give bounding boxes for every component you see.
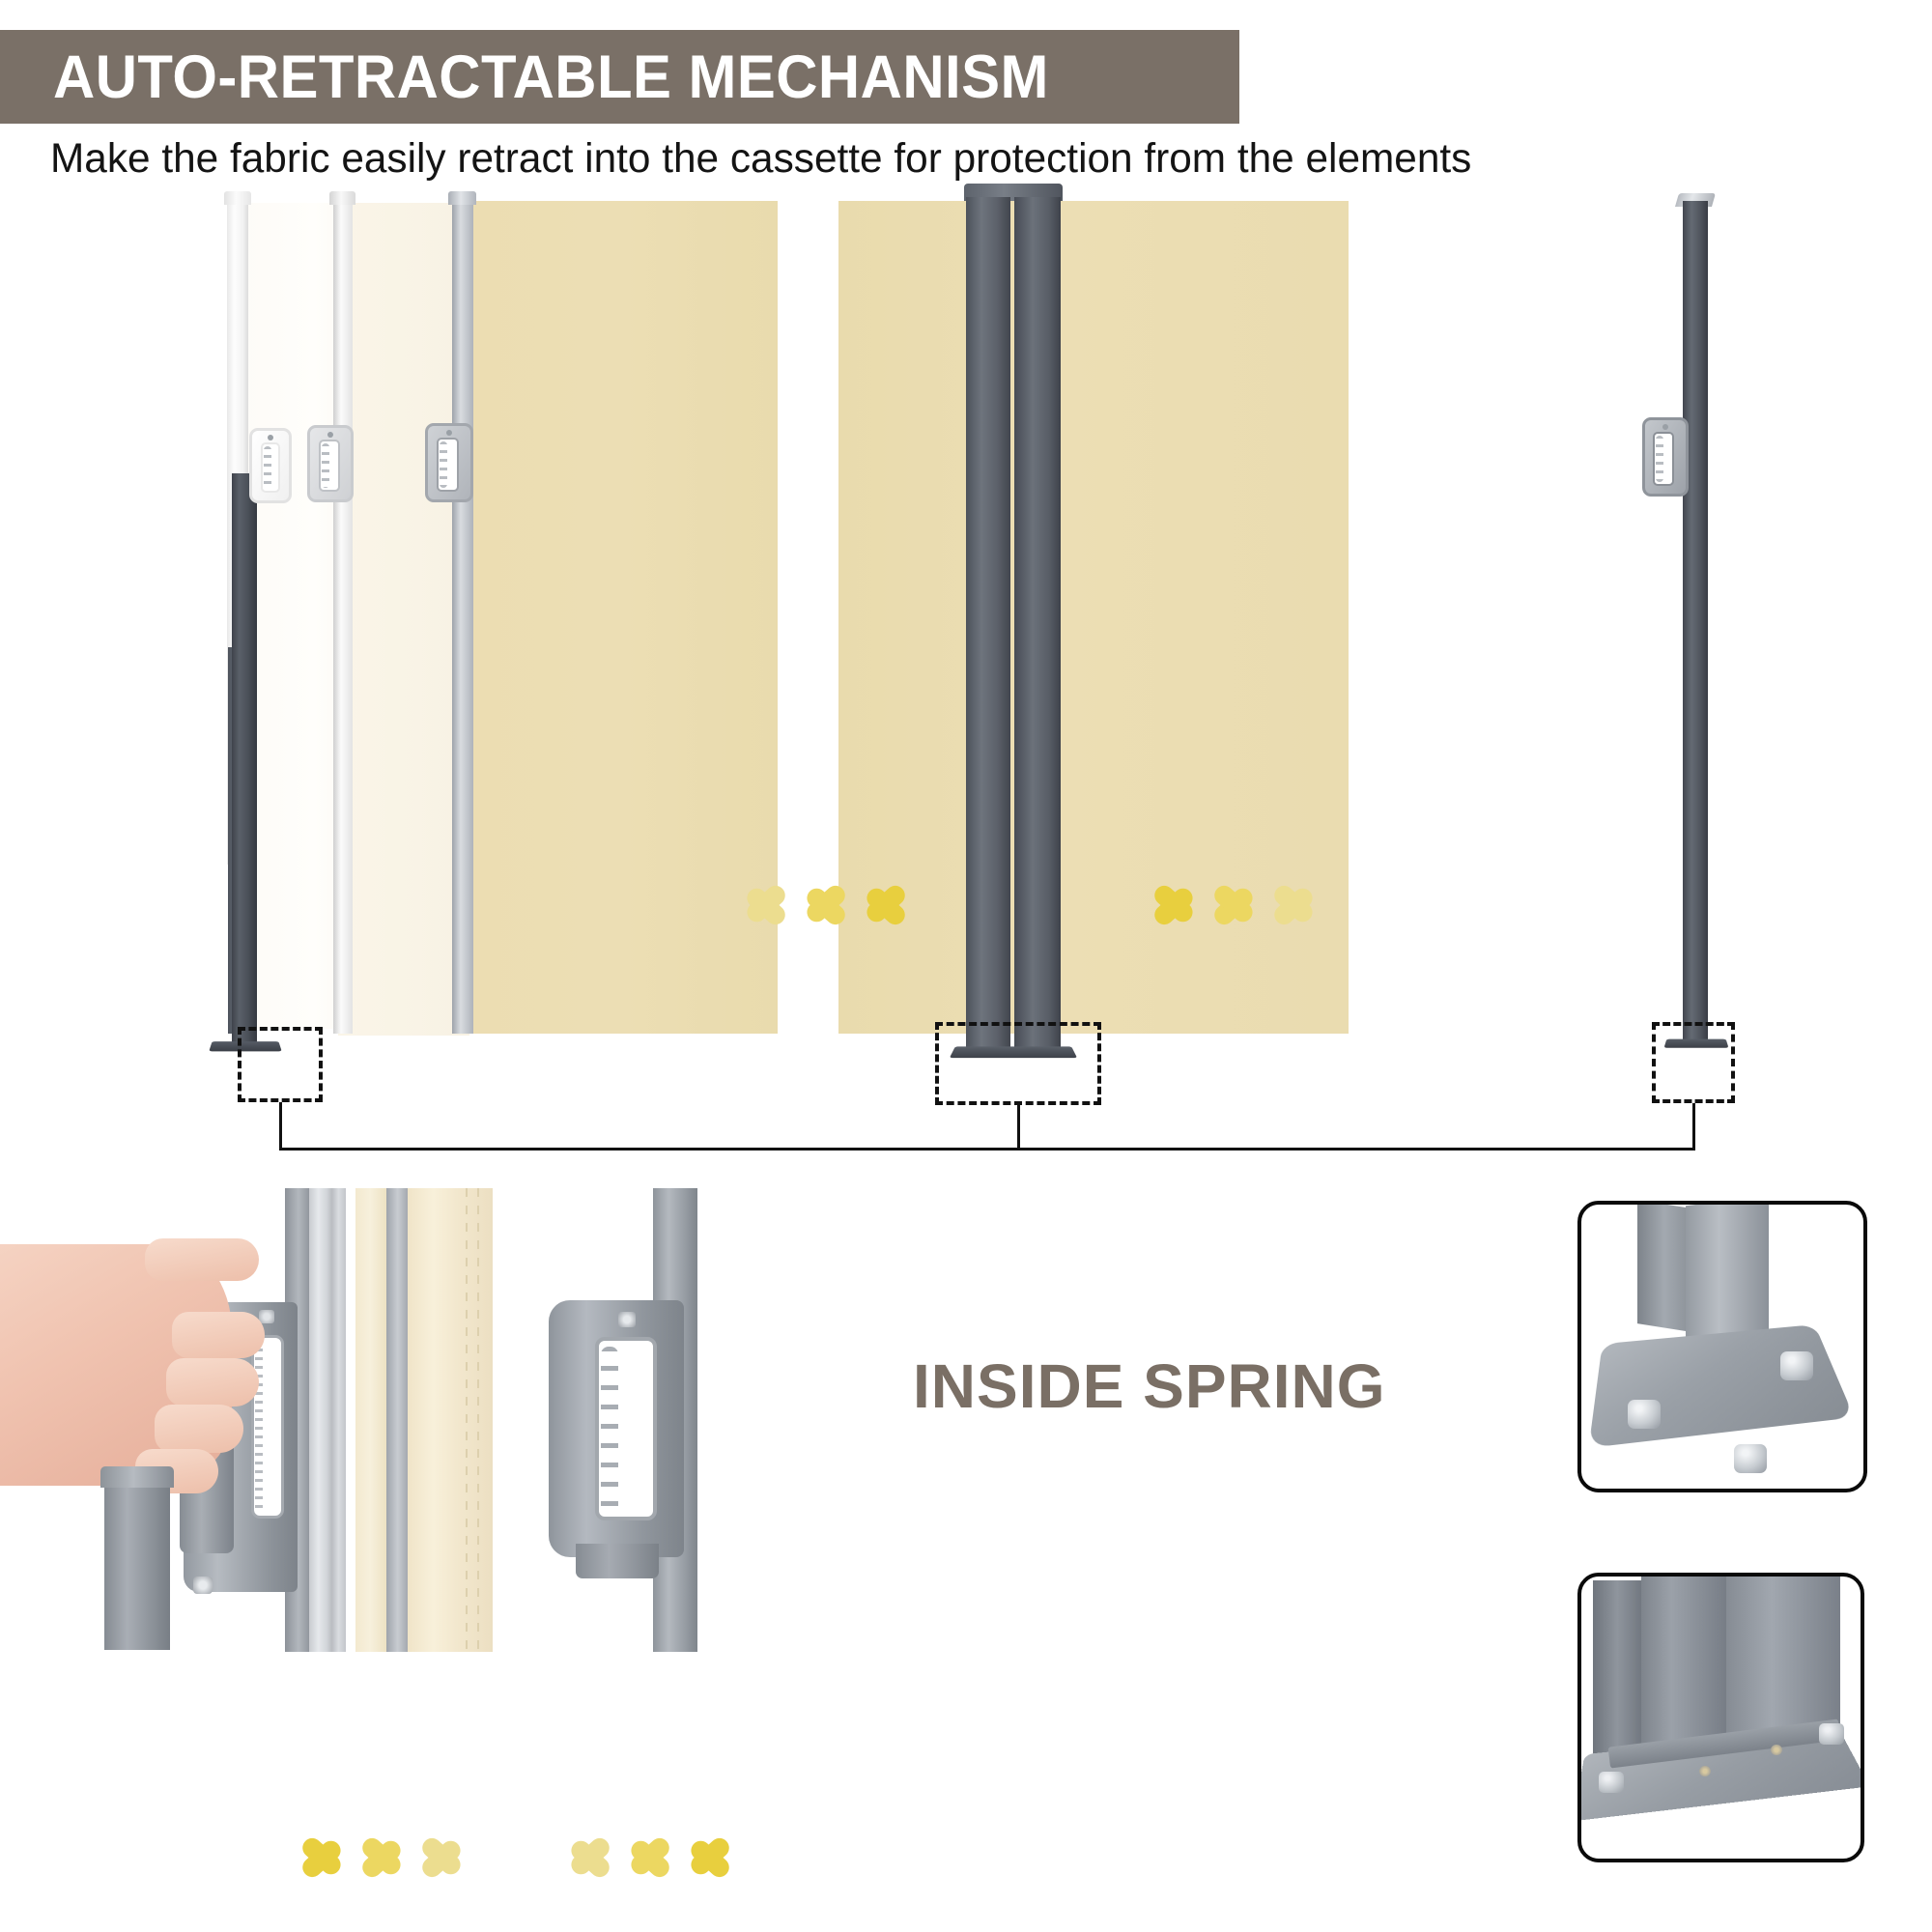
handle-grip-slot [261, 442, 280, 493]
inside-spring-label: INSIDE SPRING [913, 1351, 1386, 1421]
rail-stage-3 [452, 198, 473, 1034]
end-cap-body [104, 1488, 170, 1650]
rail-cap-ghost-stage-1 [224, 191, 251, 205]
retract-left-arrows-bottom [286, 1820, 466, 1895]
detail-photo-hand-gripping-handle [0, 1188, 386, 1652]
rail-ghost-stage-2 [333, 198, 353, 1034]
handle-grip-slot [1653, 432, 1674, 486]
handle-foot [576, 1544, 659, 1578]
photo-rail-aluminum [309, 1188, 346, 1652]
rail-cap-stage-3 [448, 191, 476, 205]
handle-grip-ribs [440, 441, 447, 488]
photo2-rail-left [386, 1188, 412, 1652]
chevron-left-icon [406, 1820, 466, 1895]
photo2-handle-bracket [549, 1300, 684, 1578]
leader-line-center [1017, 1105, 1020, 1150]
left-support-pole [232, 473, 257, 1045]
inset-double-cassette-foot-plate [1577, 1573, 1864, 1862]
base-post-right [1686, 1205, 1769, 1351]
cassette-housing-right [1014, 197, 1061, 1051]
handle-right-end [1642, 417, 1689, 497]
fabric-panel-ghost-stage-2 [338, 203, 469, 1036]
handle-grip-ribs [264, 446, 271, 489]
handle-grip-slot [595, 1337, 657, 1520]
handle-lower-screw-icon [193, 1577, 213, 1594]
finger-index [145, 1238, 259, 1281]
cassette-top-cap [964, 184, 1063, 201]
hex-bolt-icon [1734, 1444, 1767, 1473]
fabric-panel-left [459, 201, 778, 1034]
chevron-right-icon [626, 1820, 686, 1895]
hex-bolt-icon [1780, 1351, 1813, 1380]
fabric-stitch-line [466, 1188, 468, 1652]
callout-center-cassette-base [935, 1022, 1101, 1105]
handle-grip-ribs [601, 1347, 618, 1519]
handle-grip-slot [251, 1335, 284, 1519]
retract-left-arrows [1138, 867, 1318, 943]
handle-grip-ribs [1656, 436, 1663, 482]
inset-base-plate-with-bolts [1577, 1201, 1867, 1492]
detached-end-cap-part [95, 1466, 180, 1650]
chevron-left-icon [1198, 867, 1258, 943]
header-banner: AUTO-RETRACTABLE MECHANISM [0, 30, 1239, 124]
handle-stage-1 [249, 428, 292, 503]
chevron-right-icon [742, 867, 802, 943]
chevron-right-icon [566, 1820, 626, 1895]
cassette-side-panel-right [1726, 1577, 1840, 1737]
fabric-stitch-line [477, 1188, 479, 1652]
screw-icon [1771, 1745, 1782, 1755]
cassette-housing-left [966, 197, 1010, 1051]
photo-fabric-edge [355, 1188, 386, 1652]
base-mounting-plate [1588, 1324, 1855, 1448]
finger-little [155, 1405, 243, 1453]
handle-grip-ribs [322, 443, 329, 488]
handle-screw-icon [327, 432, 333, 438]
handle-screw-icon [618, 1312, 636, 1327]
chevron-right-icon [802, 867, 862, 943]
handle-grip-slot [319, 440, 340, 492]
callout-right-pole-base [1652, 1022, 1735, 1103]
leader-line-bar [279, 1148, 1695, 1151]
chevron-right-icon [686, 1820, 746, 1895]
handle-screw-icon [259, 1310, 274, 1323]
screw-icon [1699, 1766, 1711, 1776]
chevron-left-icon [346, 1820, 406, 1895]
handle-stage-3 [425, 423, 473, 502]
main-product-illustration [0, 184, 1932, 1159]
chevron-left-icon [286, 1820, 346, 1895]
cassette-side-panel-left [1593, 1580, 1647, 1774]
chevron-left-icon [1138, 867, 1198, 943]
right-support-pole [1683, 201, 1708, 1043]
callout-left-pole-base [238, 1027, 323, 1102]
handle-screw-icon [446, 430, 452, 436]
hex-bolt-icon [1819, 1723, 1844, 1745]
handle-grip-slot [437, 438, 459, 492]
header-subtitle: Make the fabric easily retract into the … [50, 135, 1472, 182]
center-double-cassette [949, 184, 1078, 1059]
handle-grip-ribs [255, 1340, 263, 1514]
handle-stage-2 [307, 425, 354, 502]
end-cap-top [100, 1466, 174, 1488]
finger-ring [166, 1358, 259, 1406]
hex-bolt-icon [1628, 1400, 1661, 1429]
page-title: AUTO-RETRACTABLE MECHANISM [53, 43, 1049, 111]
rail-cap-ghost-stage-2 [329, 191, 355, 205]
retract-right-arrows [742, 867, 922, 943]
retract-right-arrows-bottom [566, 1820, 746, 1895]
hex-bolt-icon [1599, 1772, 1624, 1793]
chevron-right-icon [862, 867, 922, 943]
detail-photo-handle-closeup [386, 1188, 715, 1652]
chevron-left-icon [1258, 867, 1318, 943]
leader-line-right [1692, 1103, 1695, 1150]
handle-screw-icon [1662, 424, 1668, 430]
finger-middle [172, 1312, 265, 1358]
handle-screw-icon [268, 435, 273, 440]
leader-line-left [279, 1102, 282, 1150]
photo2-fabric-panel [408, 1188, 493, 1652]
